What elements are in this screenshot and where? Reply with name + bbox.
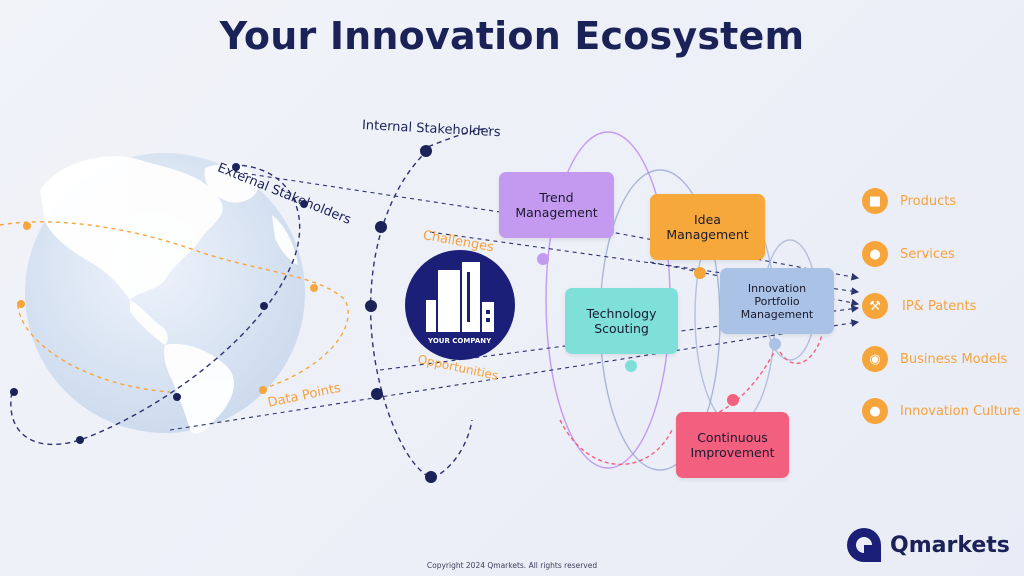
continuous-line-2: Improvement	[690, 445, 775, 460]
company-logo	[405, 250, 515, 360]
output-ip-patents: ⚒ IP& Patents	[862, 293, 976, 319]
trend-management-box: Trend Management	[499, 172, 614, 238]
output-services: ● Services	[862, 241, 955, 267]
lightbulb-icon: ●	[862, 398, 888, 424]
output-label: Services	[900, 246, 955, 262]
headset-icon: ●	[862, 241, 888, 267]
target-icon: ◉	[862, 346, 888, 372]
output-innovation-culture: ● Innovation Culture	[862, 398, 1020, 424]
basket-icon: ■	[862, 188, 888, 214]
output-business-models: ◉ Business Models	[862, 346, 1007, 372]
output-label: IP& Patents	[902, 298, 977, 314]
orbit-dots	[10, 145, 781, 483]
tech-line-2: Scouting	[594, 321, 649, 336]
idea-line-1: Idea	[694, 212, 721, 227]
output-label: Business Models	[900, 351, 1008, 367]
technology-scouting-box: Technology Scouting	[565, 288, 678, 354]
company-name-label: YOUR COMPANY	[428, 337, 492, 345]
portfolio-line-3: Management	[740, 307, 814, 321]
portfolio-line-2: Portfolio	[754, 294, 800, 308]
portfolio-line-1: Innovation	[747, 281, 807, 295]
trend-line-2: Management	[515, 205, 598, 220]
brand-name: Qmarkets	[890, 532, 1010, 558]
trend-line-1: Trend	[539, 190, 574, 205]
page-title: Your Innovation Ecosystem	[219, 14, 805, 58]
globe	[25, 153, 305, 434]
idea-line-2: Management	[666, 227, 749, 242]
idea-management-box: Idea Management	[650, 194, 765, 260]
brand-logo: Qmarkets	[846, 527, 1010, 563]
output-products: ■ Products	[862, 188, 956, 214]
gavel-icon: ⚒	[862, 293, 888, 319]
innovation-portfolio-box: Innovation Portfolio Management	[720, 268, 834, 334]
continuous-improvement-box: Continuous Improvement	[676, 412, 789, 478]
tech-line-1: Technology	[586, 306, 657, 321]
output-label: Products	[900, 193, 957, 209]
copyright-text: Copyright 2024 Qmarkets. All rights rese…	[426, 561, 598, 570]
qmarkets-logo-icon	[847, 528, 881, 562]
output-label: Innovation Culture	[900, 403, 1021, 419]
continuous-line-1: Continuous	[697, 430, 768, 445]
